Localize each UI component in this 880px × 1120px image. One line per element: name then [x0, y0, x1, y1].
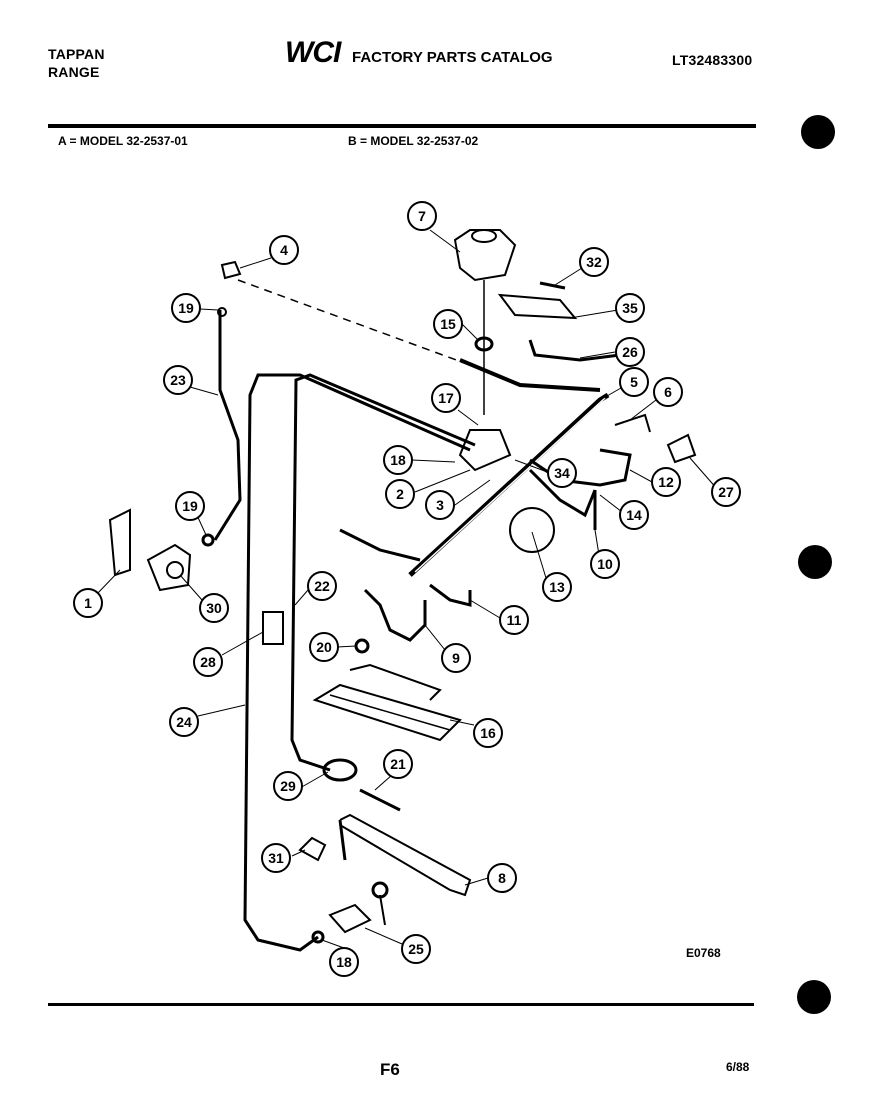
igniter-tube	[339, 528, 421, 562]
clip-31	[298, 836, 327, 862]
model-b: B = MODEL 32-2537-02	[348, 134, 479, 148]
callout-6: 6	[664, 384, 672, 400]
wire-14	[528, 468, 597, 518]
wire-12	[529, 448, 632, 487]
callout-32: 32	[586, 254, 602, 270]
thermocouple-23	[213, 310, 242, 541]
callout-1: 1	[84, 595, 92, 611]
callout-19-top: 19	[178, 300, 194, 316]
catalog-title: FACTORY PARTS CATALOG	[352, 49, 553, 66]
callout-17: 17	[438, 390, 454, 406]
callout-2: 2	[396, 486, 404, 502]
callout-8: 8	[498, 870, 506, 886]
callout-30: 30	[206, 600, 222, 616]
bracket-35	[497, 293, 578, 320]
wire-9	[363, 588, 427, 642]
catalog-date: 6/88	[726, 1060, 750, 1074]
heat-shield-16	[312, 683, 462, 742]
upper-tube	[459, 358, 601, 392]
valve-17	[458, 429, 512, 472]
brand-line-2: RANGE	[48, 64, 100, 80]
block-28	[262, 611, 284, 645]
header-rule	[48, 124, 756, 128]
callout-28: 28	[200, 654, 216, 670]
callout-27: 27	[718, 484, 734, 500]
disc-13	[509, 507, 555, 553]
callout-3: 3	[436, 497, 444, 513]
callout-11: 11	[507, 612, 522, 628]
bracket-8	[339, 813, 472, 897]
burner-tube-22	[290, 373, 476, 772]
igniter-27	[666, 433, 697, 464]
callout-5: 5	[630, 374, 638, 390]
callout-26: 26	[622, 344, 638, 360]
callout-18-top: 18	[390, 452, 406, 468]
bracket-1	[108, 508, 131, 577]
callout-24: 24	[176, 714, 192, 730]
brand-line-1: TAPPAN	[48, 46, 105, 62]
wci-logo: WCI	[285, 36, 341, 69]
tube-26	[528, 339, 621, 362]
callout-21: 21	[390, 756, 406, 772]
washer-15	[474, 336, 494, 352]
diagram-code: E0768	[686, 946, 721, 960]
wire-11	[429, 583, 472, 607]
callout-29: 29	[280, 778, 296, 794]
callout-10: 10	[597, 556, 613, 572]
coil-29	[322, 758, 358, 782]
callout-35: 35	[622, 300, 638, 316]
callout-22: 22	[314, 578, 330, 594]
valve-25	[328, 903, 372, 934]
callout-15: 15	[440, 316, 456, 332]
callout-4: 4	[280, 242, 288, 258]
callout-19-mid: 19	[182, 498, 198, 514]
callout-18-bottom: 18	[336, 954, 352, 970]
callout-12: 12	[658, 474, 674, 490]
callout-31: 31	[268, 850, 284, 866]
burner-tube-24	[243, 373, 471, 952]
callout-34: 34	[554, 465, 570, 481]
clip-4	[220, 260, 242, 280]
callout-7: 7	[418, 208, 426, 224]
callout-16: 16	[480, 725, 496, 741]
binder-hole-top	[801, 115, 835, 149]
callout-9: 9	[452, 650, 460, 666]
callout-14: 14	[626, 507, 642, 523]
callout-13: 13	[549, 579, 565, 595]
callout-25: 25	[408, 941, 424, 957]
footer-rule	[48, 1003, 754, 1006]
binder-hole-middle	[798, 545, 832, 579]
electrode-6	[614, 413, 651, 433]
model-a: A = MODEL 32-2537-01	[58, 134, 188, 148]
binder-hole-bottom	[797, 980, 831, 1014]
switch-30	[146, 543, 192, 592]
callout-23: 23	[170, 372, 186, 388]
nut-20	[354, 638, 370, 654]
catalog-number: LT32483300	[672, 52, 753, 68]
regulator-7	[453, 229, 517, 282]
callout-20: 20	[316, 639, 332, 655]
page-number: F6	[380, 1060, 400, 1079]
